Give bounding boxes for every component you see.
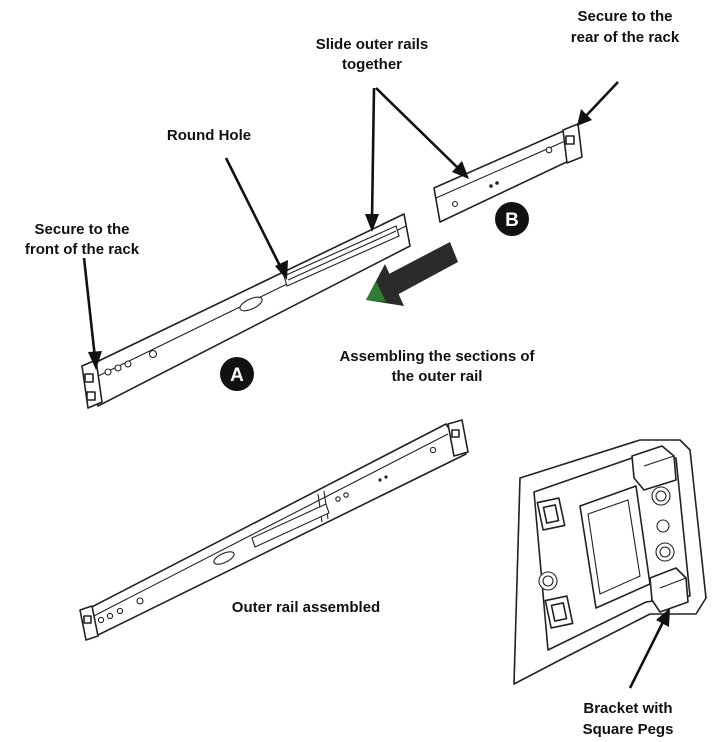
assembled-long-slot bbox=[251, 503, 330, 548]
svg-text:Assembling the sections of: Assembling the sections of bbox=[339, 348, 535, 365]
direction-arrow bbox=[366, 242, 458, 306]
bracket-closeup bbox=[513, 439, 707, 685]
svg-text:rear of the rack: rear of the rack bbox=[571, 29, 680, 46]
round-hole bbox=[239, 296, 263, 312]
svg-text:Slide outer rails: Slide outer rails bbox=[316, 36, 429, 53]
label-assembling: Assembling the sections of the outer rai… bbox=[339, 348, 535, 385]
svg-text:B: B bbox=[505, 210, 519, 231]
svg-text:Bracket with: Bracket with bbox=[583, 700, 672, 717]
leader-arrows bbox=[82, 81, 670, 689]
long-slot bbox=[283, 225, 400, 287]
svg-text:Square Pegs: Square Pegs bbox=[583, 721, 674, 738]
assembled-round-hole bbox=[213, 551, 235, 565]
label-secure-front: Secure to the front of the rack bbox=[25, 221, 140, 258]
svg-text:the outer rail: the outer rail bbox=[392, 368, 483, 385]
svg-text:A: A bbox=[230, 365, 244, 386]
square-peg-bottom bbox=[649, 567, 689, 613]
label-outer-rail-assembled: Outer rail assembled bbox=[232, 599, 380, 616]
label-secure-rear: Secure to the rear of the rack bbox=[571, 8, 680, 46]
svg-text:together: together bbox=[342, 56, 402, 73]
rear-bracket bbox=[562, 123, 583, 164]
svg-text:Secure to the: Secure to the bbox=[577, 8, 672, 25]
badge-b: B bbox=[495, 202, 529, 236]
front-bracket bbox=[81, 359, 103, 409]
rail-section-b bbox=[433, 123, 583, 223]
svg-text:front of the rack: front of the rack bbox=[25, 241, 140, 258]
badge-a: A bbox=[220, 357, 254, 391]
label-round-hole: Round Hole bbox=[167, 127, 251, 144]
assembled-rail bbox=[79, 419, 469, 641]
square-peg-top bbox=[631, 445, 677, 491]
svg-text:Secure to the: Secure to the bbox=[34, 221, 129, 238]
label-slide-together: Slide outer rails together bbox=[316, 36, 429, 73]
rail-section-a bbox=[81, 213, 411, 409]
label-bracket-square-pegs: Bracket with Square Pegs bbox=[583, 700, 674, 738]
